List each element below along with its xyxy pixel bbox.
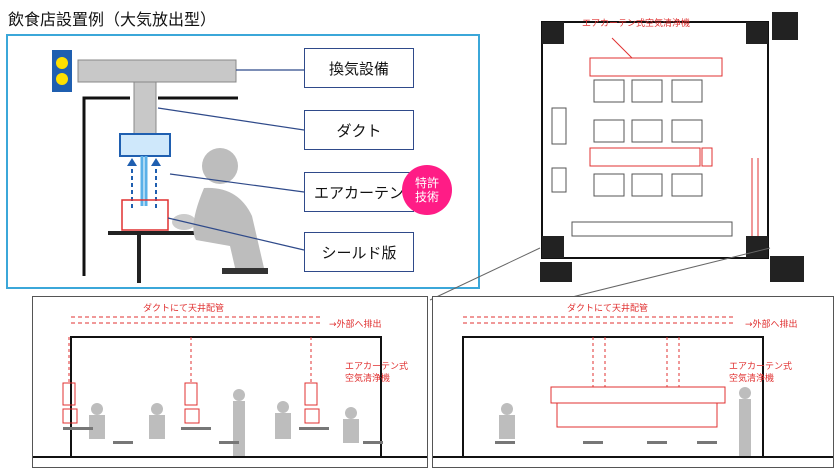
section-right-unit: エアカーテン式	[729, 362, 793, 372]
label-shield: シールド版	[304, 232, 414, 272]
installation-diagram-panel: 換気設備 ダクト エアカーテン シールド版	[6, 34, 480, 289]
floor-plan: エアカーテン式空気清浄機	[522, 8, 832, 286]
section-right-duct-note: ダクトにて天井配管	[567, 304, 649, 314]
section-right-unit2: 空気清浄機	[729, 374, 775, 384]
section-left-duct-note: ダクトにて天井配管	[143, 304, 225, 314]
floor-plan-drawing	[540, 12, 804, 282]
label-duct: ダクト	[304, 110, 414, 150]
wall-line	[82, 96, 130, 276]
section-view-left: ダクトにて天井配管 →外部へ排出 エアカーテン式 空気清浄機	[32, 296, 428, 468]
ventilation-duct	[77, 59, 237, 83]
patent-badge: 特許 技術	[402, 165, 452, 215]
page-title: 飲食店設置例（大気放出型）	[8, 10, 217, 29]
section-left-unit2: 空気清浄機	[345, 374, 391, 384]
section-right-drawing	[433, 316, 833, 458]
exhaust-fan	[52, 50, 72, 92]
label-ventilation: 換気設備	[304, 48, 414, 88]
section-left-unit: エアカーテン式	[345, 362, 409, 372]
vertical-duct	[133, 81, 157, 135]
section-right-exhaust: →外部へ排出	[745, 320, 798, 330]
plan-title: エアカーテン式空気清浄機	[582, 19, 691, 29]
badge-line1: 特許	[414, 176, 439, 190]
section-left-drawing	[33, 316, 427, 458]
label-air-curtain: エアカーテン	[304, 172, 414, 212]
shield-plate	[121, 199, 169, 231]
section-left-exhaust: →外部へ排出	[329, 320, 382, 330]
air-curtain-unit	[119, 133, 171, 157]
badge-line2: 技術	[414, 190, 439, 204]
person-silhouette	[202, 148, 238, 184]
table	[108, 231, 204, 235]
installation-diagram	[52, 50, 305, 283]
section-view-right: ダクトにて天井配管 →外部へ排出 エアカーテン式 空気清浄機	[432, 296, 834, 468]
